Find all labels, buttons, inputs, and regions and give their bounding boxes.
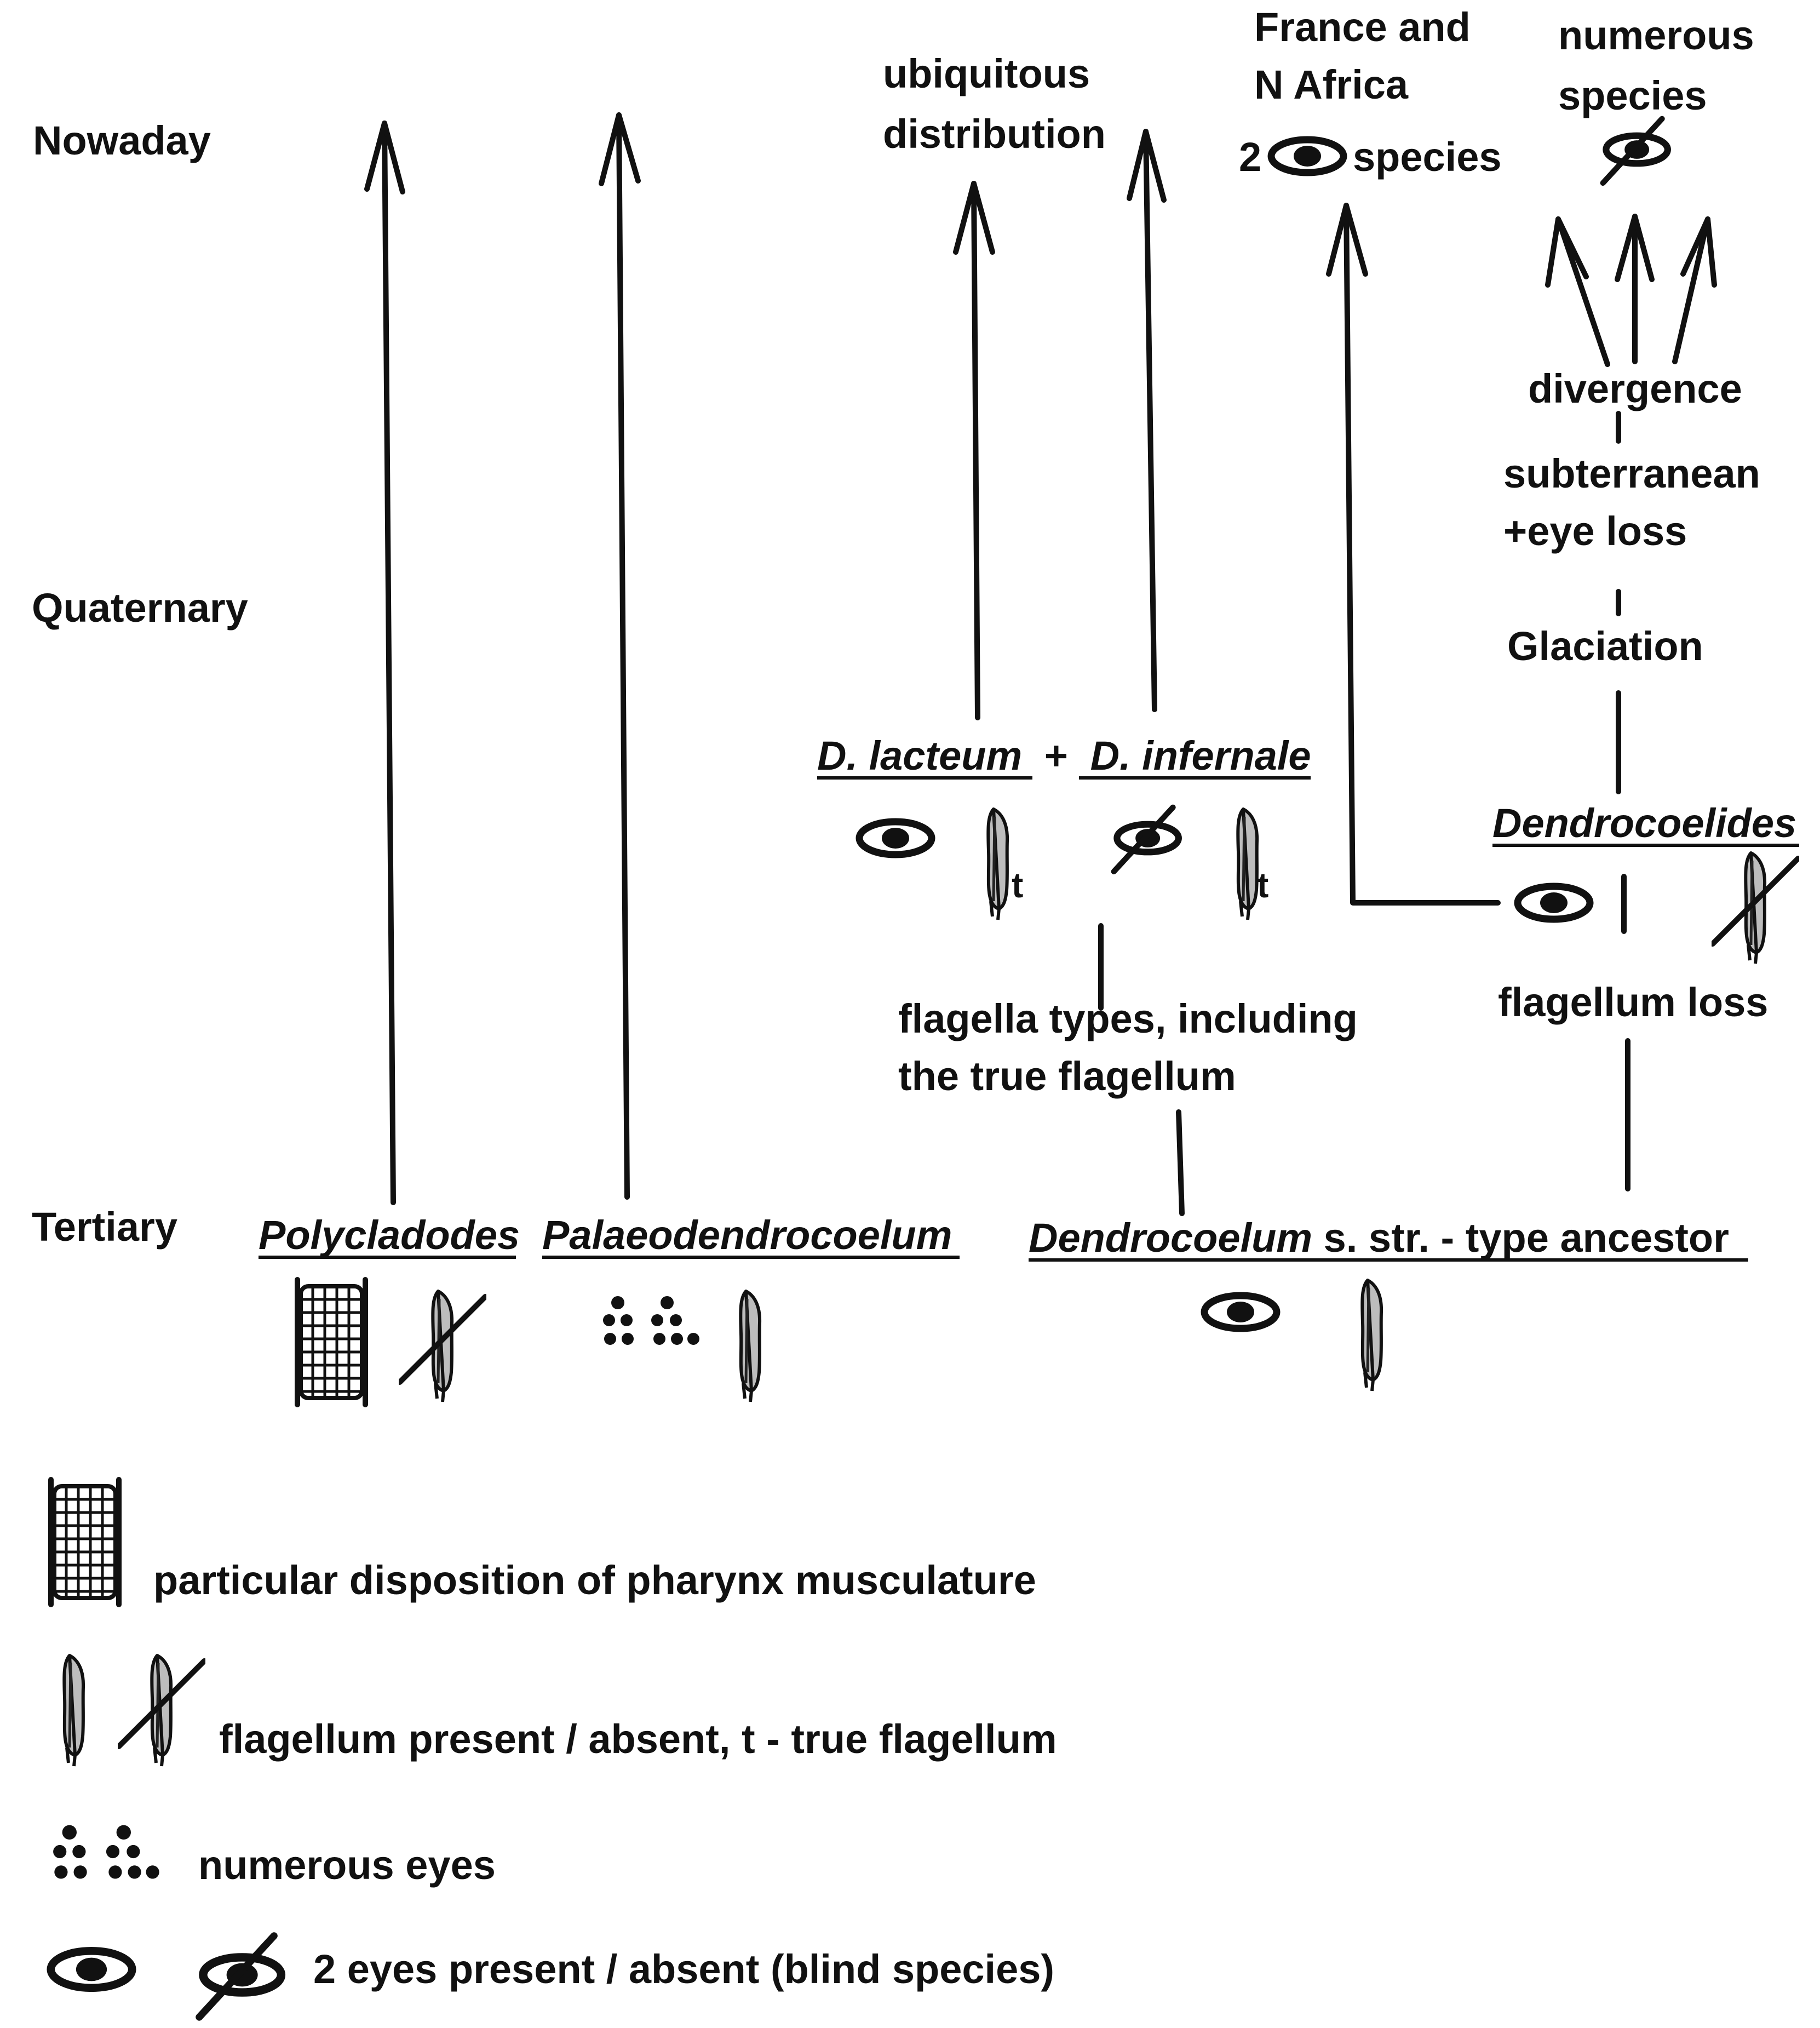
- arrowhead: [953, 181, 995, 255]
- numerous-species-line-1: numerous: [1558, 13, 1754, 58]
- eye-icon: [1518, 886, 1590, 919]
- eye-absent-icon: [1114, 807, 1179, 872]
- eye-icon: [1204, 1296, 1277, 1328]
- france-line-2: N Africa: [1254, 62, 1409, 107]
- ancestor-to-flagella-types: [1176, 1109, 1185, 1216]
- ubiquitous-line-2: distribution: [883, 111, 1106, 157]
- taxon-dendrocoelides: Dendrocoelides: [1492, 800, 1796, 846]
- arrowhead: [1326, 203, 1368, 277]
- arrowhead: [1545, 216, 1589, 288]
- numerous-eyes-icon: [603, 1296, 699, 1345]
- glaciation-label: Glaciation: [1507, 623, 1703, 669]
- legend-flagellum-label: flagellum present / absent, t - true fla…: [219, 1716, 1057, 1762]
- taxon-dendrocoelum-suffix: s. str. - type ancestor: [1312, 1215, 1729, 1261]
- arrowhead: [1615, 214, 1655, 282]
- d-lacteum-lineage: [971, 181, 980, 720]
- flagellum-absent-icon: [119, 1655, 204, 1766]
- flagellum-absent-icon: [1713, 853, 1798, 964]
- subterranean-line-1: subterranean: [1503, 451, 1760, 496]
- taxon-group-lacteum-infernale: D. lacteum + D. infernale: [817, 733, 1311, 778]
- legend-two-eyes-label: 2 eyes present / absent (blind species): [313, 1946, 1054, 1992]
- france-lineage: [1344, 203, 1501, 906]
- true-flagellum-marker: t: [1012, 866, 1023, 905]
- era-label-nowaday: Nowaday: [33, 118, 211, 163]
- legend-numerous-eyes-label: numerous eyes: [198, 1842, 496, 1888]
- ubiquitous-line-1: ubiquitous: [883, 51, 1090, 96]
- eye-absent-icon: [1603, 119, 1668, 183]
- era-label-tertiary: Tertiary: [32, 1204, 177, 1250]
- flagellum-icon: [1238, 809, 1257, 920]
- numerous-eyes-icon: [53, 1825, 159, 1879]
- two-species-word: species: [1353, 134, 1502, 180]
- pharynx-musculature-icon: [51, 1480, 119, 1605]
- taxon-d-lacteum: D. lacteum: [817, 733, 1022, 778]
- divergence-label: divergence: [1528, 366, 1742, 411]
- taxon-polycladodes: Polycladodes: [259, 1212, 520, 1258]
- arrowhead: [1680, 216, 1717, 288]
- flagellum-icon: [988, 809, 1007, 920]
- divergence-arrow-right: [1672, 216, 1710, 364]
- d-infernale-lineage: [1143, 129, 1157, 712]
- flagella-types-line-1: flagella types, including: [898, 996, 1358, 1041]
- legend-pharynx-label: particular disposition of pharynx muscul…: [153, 1557, 1036, 1603]
- plus-sign: +: [1044, 733, 1068, 778]
- numerous-species-line-2: species: [1558, 73, 1707, 118]
- flagellum-absent-icon: [400, 1291, 485, 1402]
- lineage-lines: [364, 112, 1717, 1216]
- eye-icon: [1271, 140, 1344, 173]
- taxon-dendrocoelum: Dendrocoelum: [1029, 1215, 1312, 1261]
- flagella-types-line-2: the true flagellum: [898, 1053, 1236, 1099]
- pharynx-musculature-icon: [297, 1280, 365, 1405]
- eye-absent-icon: [199, 1936, 282, 2017]
- palaeodendrocoelum-lineage: [616, 112, 630, 1200]
- taxon-palaeodendrocoelum: Palaeodendrocoelum: [542, 1212, 952, 1258]
- france-line-1: France and: [1254, 4, 1471, 50]
- divergence-arrow-left: [1555, 216, 1610, 367]
- eye-icon: [859, 822, 932, 855]
- flagellum-icon: [64, 1655, 83, 1766]
- legend: particular disposition of pharynx muscul…: [51, 1480, 1057, 2017]
- arrowhead: [599, 112, 641, 186]
- era-label-quaternary: Quaternary: [32, 585, 248, 631]
- eye-icon: [51, 1951, 133, 1988]
- arrowhead: [364, 121, 405, 194]
- arrowhead: [1127, 129, 1167, 203]
- subterranean-line-2: +eye loss: [1503, 508, 1687, 554]
- flagellum-icon: [1362, 1280, 1381, 1391]
- taxon-d-infernale: D. infernale: [1090, 733, 1311, 778]
- flagellum-loss-label: flagellum loss: [1498, 979, 1768, 1025]
- taxon-dendrocoelum-ancestor: Dendrocoelum s. str. - type ancestor: [1029, 1215, 1729, 1261]
- flagellum-icon: [740, 1291, 760, 1402]
- polycladodes-lineage: [382, 121, 396, 1205]
- true-flagellum-marker: t: [1257, 866, 1268, 905]
- two-species-prefix: 2: [1239, 134, 1261, 180]
